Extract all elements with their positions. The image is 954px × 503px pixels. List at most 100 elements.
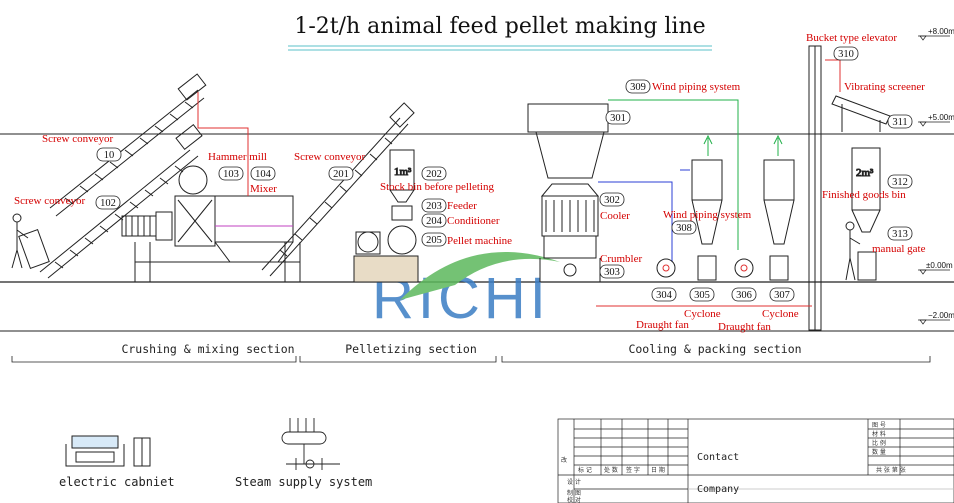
- table-header-count: 处 数: [604, 466, 618, 474]
- section-brackets: [11, 356, 931, 363]
- callout-312: 312 Finished goods bin: [822, 174, 913, 201]
- tag-302: 302: [604, 195, 620, 206]
- tag-305: 305: [694, 290, 710, 301]
- callout-310: 310 Bucket type elevator: [806, 32, 897, 61]
- legend-steam-label: Steam supply system: [235, 475, 372, 489]
- callout-203: 203 Feeder: [421, 198, 477, 213]
- callout-307: 307 Cyclone: [762, 287, 799, 320]
- worker-figure-left: [11, 213, 50, 270]
- table-scale: 比 例: [872, 439, 886, 447]
- tag-311: 311: [892, 117, 907, 128]
- vibrating-screener-311: [831, 95, 891, 132]
- label-screw-conveyor-102: Screw conveyor: [14, 195, 86, 207]
- wind-pipe-309: [608, 99, 739, 250]
- table-quantity: 数 量: [872, 448, 886, 456]
- table-cell-design: 设 计: [567, 478, 581, 486]
- label-stock-bin: Stock bin before pelleting: [380, 181, 494, 193]
- screw-conveyor-10: [49, 73, 207, 217]
- tag-104: 104: [255, 169, 272, 180]
- wind-pipe-308: [598, 181, 673, 262]
- tag-308: 308: [676, 223, 692, 234]
- finished-bin-volume-label: 2m³: [856, 167, 874, 179]
- callout-311: 311 Vibrating screener: [844, 81, 925, 129]
- mill-base-frame: [134, 242, 301, 282]
- draught-fan-306: [734, 258, 754, 278]
- label-crumbler: Crumbler: [600, 253, 642, 265]
- label-screw-conveyor-201: Screw conveyor: [294, 151, 366, 163]
- table-material: 材 料: [872, 430, 886, 438]
- tag-205: 205: [426, 235, 442, 246]
- red-pipe-cooling: [596, 59, 841, 307]
- legend-steam-supply: Steam supply system: [235, 418, 372, 489]
- label-mixer: Mixer: [250, 183, 277, 195]
- table-sheet-count: 共 张 第 张: [876, 466, 906, 474]
- label-bucket-elevator: Bucket type elevator: [806, 32, 897, 44]
- section-label-pelletizing: Pelletizing section: [345, 342, 477, 356]
- level-marker-5m: +5.00m: [918, 113, 954, 127]
- stock-bin-202: 1m³: [389, 149, 415, 203]
- electric-cabinet-icon: [65, 444, 125, 467]
- label-draught-fan-304: Draught fan: [636, 319, 689, 331]
- tag-313: 313: [892, 229, 908, 240]
- callout-313: 313 manual gate: [872, 226, 926, 255]
- tag-10: 10: [104, 150, 115, 161]
- callout-305: 305 Cyclone: [684, 287, 721, 320]
- title-block: [557, 418, 954, 503]
- callout-301: 301: [605, 110, 631, 125]
- pelletizing-equipment: 1m³: [261, 102, 419, 283]
- mill-motor: [121, 211, 173, 241]
- tag-204: 204: [426, 216, 443, 227]
- red-pipe-crushing: [197, 92, 249, 196]
- callout-103: 103 Hammer mill: [208, 151, 267, 181]
- mixer-104: [214, 195, 294, 263]
- bracket-pelletizing: [299, 356, 497, 363]
- label-conditioner: Conditioner: [447, 215, 500, 227]
- label-finished-goods-bin: Finished goods bin: [822, 189, 906, 201]
- label-wind-piping-309: Wind piping system: [652, 81, 741, 93]
- tag-306: 306: [736, 290, 752, 301]
- label-cooler: Cooler: [600, 210, 630, 222]
- tag-304: 304: [656, 290, 673, 301]
- bucket-elevator-310: [808, 45, 822, 331]
- draught-fan-304: [656, 258, 676, 278]
- callout-202: 202 Stock bin before pelleting: [380, 166, 494, 193]
- callout-303: 303 Crumbler: [599, 253, 642, 279]
- tag-202: 202: [426, 169, 442, 180]
- level-label-minus2m: −2.00m: [928, 311, 954, 320]
- equipment-callouts: 10 Screw conveyor 102 Screw conveyor 103…: [14, 32, 926, 333]
- callout-309: 309 Wind piping system: [625, 79, 741, 94]
- tag-303: 303: [604, 267, 620, 278]
- callout-201: 201 Screw conveyor: [294, 151, 366, 181]
- table-contact: Contact: [697, 452, 739, 463]
- tag-310: 310: [838, 49, 854, 60]
- label-wind-piping-308: Wind piping system: [663, 209, 752, 221]
- bracket-cooling: [501, 356, 931, 363]
- level-label-5m: +5.00m: [928, 113, 954, 122]
- hammer-mill-103: [174, 165, 216, 247]
- callout-302: 302 Cooler: [599, 192, 630, 222]
- screw-conveyor-201: [261, 102, 415, 277]
- tag-307: 307: [774, 290, 790, 301]
- level-marker-minus2m: −2.00m: [918, 311, 954, 325]
- label-draught-fan-306: Draught fan: [718, 321, 771, 333]
- table-company: Company: [697, 484, 739, 495]
- level-label-8m: +8.00m: [928, 27, 954, 36]
- tag-301: 301: [610, 113, 626, 124]
- cyclone-305: [691, 159, 723, 281]
- tag-312: 312: [892, 177, 908, 188]
- section-label-cooling: Cooling & packing section: [628, 342, 801, 356]
- level-marker-0m: ±0.00m: [918, 261, 953, 275]
- table-header-date: 日 期: [651, 466, 665, 474]
- callout-205: 205 Pellet machine: [421, 232, 512, 247]
- exhaust-arrow-1: [703, 134, 713, 156]
- level-markers: +8.00m +5.00m ±0.00m −2.00m: [918, 27, 954, 325]
- label-cyclone-305: Cyclone: [684, 308, 721, 320]
- table-cell-revise: 改: [561, 456, 567, 464]
- label-pellet-machine: Pellet machine: [447, 235, 512, 247]
- table-header-mark: 标 记: [578, 466, 592, 474]
- steam-supply-icon: [281, 418, 340, 470]
- finished-goods-bin-312: 2m³: [851, 147, 881, 233]
- label-cyclone-307: Cyclone: [762, 308, 799, 320]
- label-manual-gate: manual gate: [872, 243, 926, 255]
